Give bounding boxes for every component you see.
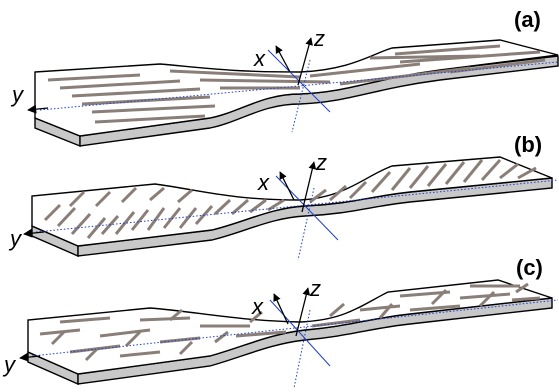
panel-b-y-label: y — [8, 226, 23, 251]
panel-a-x-arrow — [276, 46, 290, 72]
panel-b-x-label: x — [257, 170, 270, 195]
panel-a: x z y (a) — [10, 7, 558, 146]
panel-c-x-arrow — [274, 294, 288, 324]
specimen-c — [28, 280, 552, 384]
panel-b: x z y (b) — [8, 132, 558, 260]
panel-b-label: (b) — [514, 132, 542, 157]
panel-c: x z y (c) — [2, 255, 558, 388]
panel-c-x-label: x — [251, 294, 264, 319]
panel-a-label: (a) — [514, 7, 541, 32]
panel-c-z-label: z — [309, 276, 321, 301]
panel-c-y-label: y — [2, 352, 17, 377]
panel-a-x-label: x — [253, 46, 266, 71]
panel-b-x-arrow — [280, 172, 294, 200]
panel-b-z-axis-line — [298, 188, 314, 260]
specimen-c-top-face — [28, 280, 552, 374]
panel-c-label: (c) — [516, 255, 543, 280]
specimen-b — [32, 157, 552, 256]
panel-a-z-label: z — [313, 26, 325, 51]
panel-a-y-label: y — [10, 82, 25, 107]
specimen-a — [35, 40, 558, 146]
panel-b-z-label: z — [315, 150, 327, 175]
